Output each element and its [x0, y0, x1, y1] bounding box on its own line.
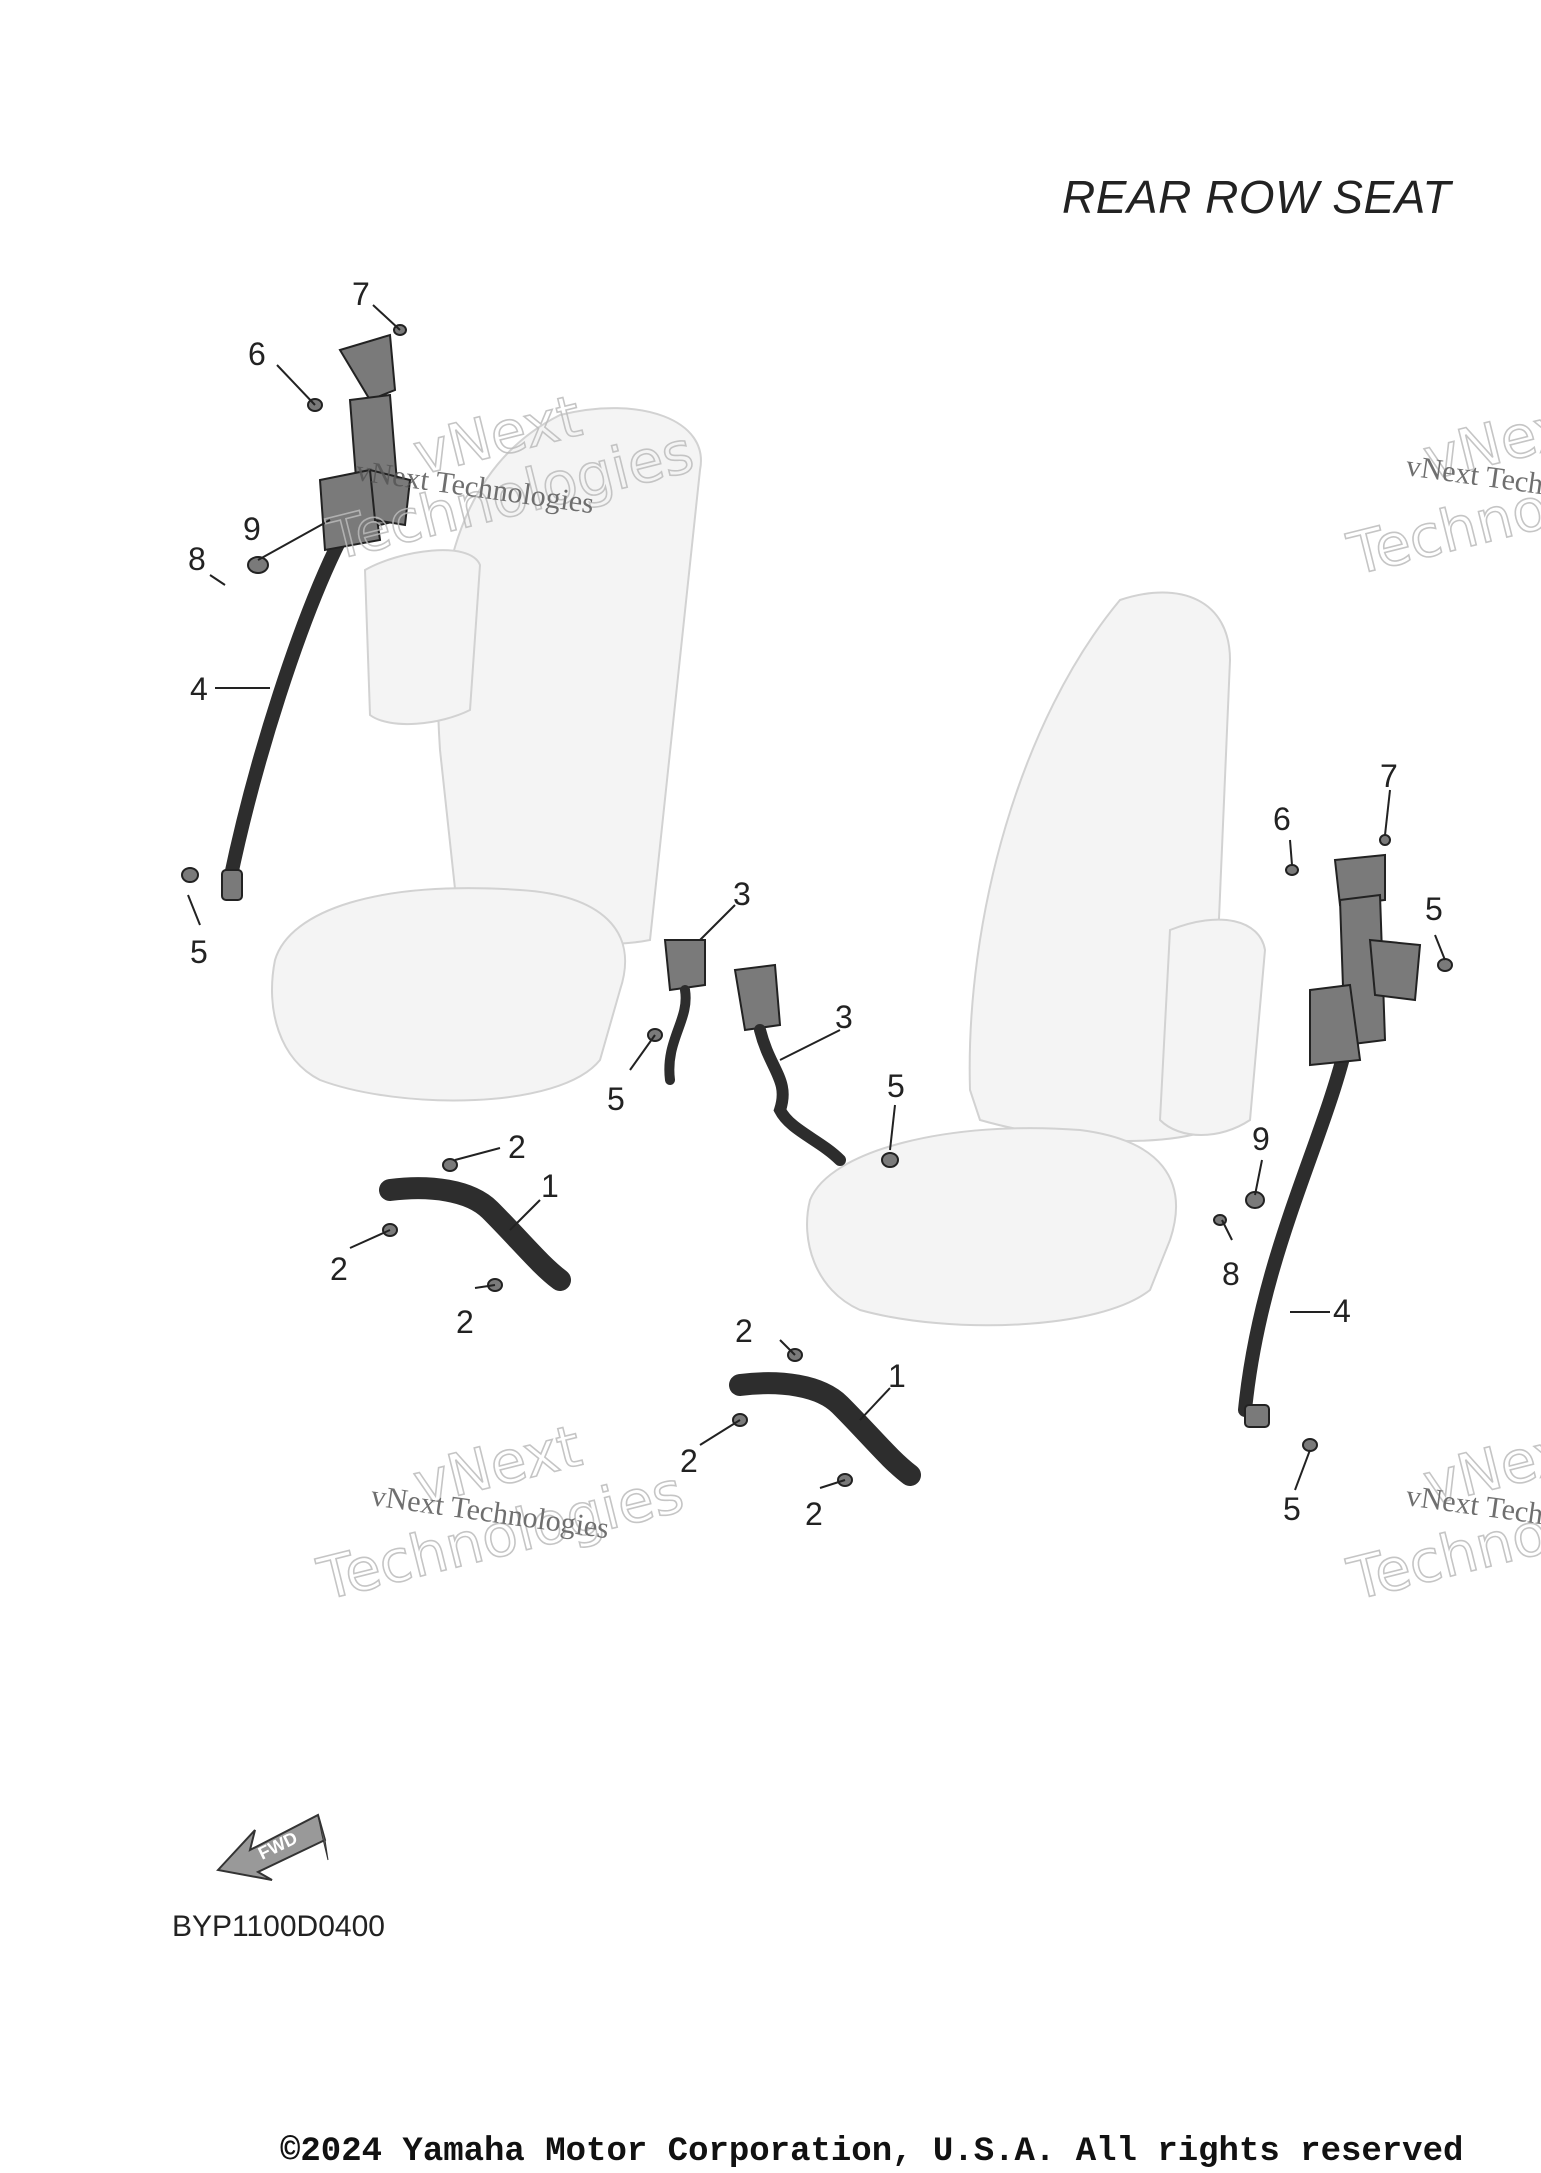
callout-label: 2	[330, 1251, 348, 1287]
callout-label: 2	[735, 1313, 753, 1349]
page-title: REAR ROW SEAT	[1062, 171, 1452, 223]
right-grab-handle	[729, 1348, 921, 1487]
callout-labels: 7 6 9 8 4 5 3 5 3 5 2 1 2 2 7 6 5 9 8 4 …	[188, 276, 1443, 1532]
callout-label: 3	[733, 876, 751, 912]
callout-label: 5	[887, 1068, 905, 1104]
callout-label: 7	[352, 276, 370, 312]
callout-label: 2	[456, 1304, 474, 1340]
diagram-code: BYP1100D0400	[172, 1910, 385, 1943]
callout-label: 6	[1273, 801, 1291, 837]
callout-label: 2	[680, 1443, 698, 1479]
right-seat	[806, 591, 1267, 1327]
callout-label: 3	[835, 999, 853, 1035]
callout-label: 5	[1283, 1491, 1301, 1527]
left-grab-handle	[379, 1158, 571, 1292]
callout-label: 4	[1333, 1293, 1351, 1329]
callout-label: 5	[1425, 891, 1443, 927]
callout-label: 4	[190, 671, 208, 707]
left-seatbelt-assembly	[181, 324, 412, 901]
callout-label: 8	[188, 541, 206, 577]
right-seatbelt-assembly	[1213, 834, 1453, 1452]
left-seatbelt-buckles	[647, 939, 899, 1168]
callout-label: 2	[805, 1496, 823, 1532]
callout-label: 6	[248, 336, 266, 372]
callout-label: 9	[243, 511, 261, 547]
callout-label: 5	[607, 1081, 625, 1117]
callout-label: 1	[888, 1358, 906, 1394]
leader-lines	[187, 304, 1446, 1491]
copyright-notice: ©2024 Yamaha Motor Corporation, U.S.A. A…	[280, 2133, 1464, 2171]
callout-label: 8	[1222, 1256, 1240, 1292]
fwd-arrow-icon: FWD	[216, 1813, 329, 1881]
left-seat	[271, 407, 702, 1102]
callout-label: 2	[508, 1129, 526, 1165]
callout-label: 5	[190, 934, 208, 970]
callout-label: 1	[541, 1168, 559, 1204]
callout-label: 7	[1380, 758, 1398, 794]
callout-label: 9	[1252, 1121, 1270, 1157]
